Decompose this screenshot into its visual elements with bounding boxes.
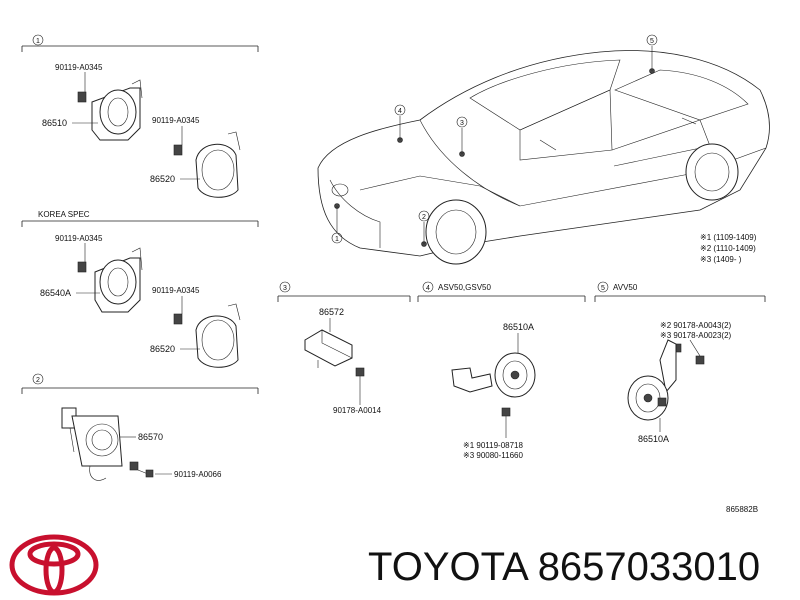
- legend-notes: ※1 (1109-1409) ※2 (1110-1409) ※3 (1409- …: [700, 233, 757, 264]
- korea-spec-block: KOREA SPEC: [21, 210, 259, 227]
- section-4-title: ASV50,GSV50: [438, 283, 491, 292]
- part-number: 8657033010: [537, 545, 761, 589]
- bolt-label-c: 90119-A0345: [55, 234, 103, 243]
- car-callout-4: 4: [398, 108, 402, 115]
- footer-title: TOYOTA 8657033010: [368, 545, 760, 590]
- part-label-b: 86520: [150, 174, 175, 184]
- section-1-number: 1: [36, 38, 40, 45]
- section-3-header: 3: [277, 281, 411, 302]
- bracket-86572: 86572 90178-A0014: [304, 307, 382, 415]
- section-2-number: 2: [36, 377, 40, 384]
- section-4-header: 4 ASV50,GSV50: [417, 281, 586, 302]
- section-5-number: 5: [601, 285, 605, 292]
- bolt-label-a: 90119-A0345: [55, 63, 103, 72]
- bolt-label-b: 90119-A0345: [152, 116, 200, 125]
- section4-note1: ※1 90119-08718: [463, 441, 523, 450]
- part-label-d: 86520: [150, 344, 175, 354]
- section-5-header: 5 AVV50: [594, 281, 766, 302]
- toyota-logo-icon: [9, 534, 99, 596]
- horn-86510A-section5: ※2 90178-A0043(2) ※3 90178-A0023(2) 8651…: [627, 321, 732, 444]
- siren-86570: 86570 90119-A0066: [61, 407, 222, 481]
- car-callout-1: 1: [335, 236, 339, 243]
- legend-note-3: ※3 (1409- ): [700, 255, 742, 264]
- horn-86510: 90119-A0345 86510: [42, 63, 143, 141]
- section-1-header: 1: [21, 34, 259, 52]
- horn-86510A-section4: 86510A ※1 90119-08718 ※3 90080-11660: [451, 322, 536, 460]
- bracket-part-label: 86572: [319, 307, 344, 317]
- section5-note3: ※3 90178-A0023(2): [660, 331, 732, 340]
- section-4-number: 4: [426, 285, 430, 292]
- siren-bolt-label: 90119-A0066: [174, 470, 222, 479]
- diagram-code: 865882B: [726, 505, 758, 514]
- legend-note-1: ※1 (1109-1409): [700, 233, 757, 242]
- korea-spec-label: KOREA SPEC: [38, 210, 90, 219]
- car-callout-3: 3: [460, 120, 464, 127]
- section-3-number: 3: [283, 285, 287, 292]
- section-5-title: AVV50: [613, 283, 638, 292]
- section4-part-label: 86510A: [503, 322, 534, 332]
- bracket-bolt-label: 90178-A0014: [333, 406, 382, 415]
- siren-part-label: 86570: [138, 432, 163, 442]
- part-label-c: 86540A: [40, 288, 71, 298]
- car-illustration: 1 2 3 4 5: [317, 34, 770, 265]
- section5-part-label: 86510A: [638, 434, 669, 444]
- section4-note3: ※3 90080-11660: [463, 451, 523, 460]
- car-callout-5: 5: [650, 38, 654, 45]
- horn-86540A: 90119-A0345 86540A: [40, 234, 143, 313]
- horn-86520-upper: 90119-A0345 86520: [150, 116, 241, 198]
- car-callout-2: 2: [422, 214, 426, 221]
- part-label-a: 86510: [42, 118, 67, 128]
- bolt-label-d: 90119-A0345: [152, 286, 200, 295]
- section-2-header: 2: [21, 373, 259, 394]
- section5-note2: ※2 90178-A0043(2): [660, 321, 732, 330]
- legend-note-2: ※2 (1110-1409): [700, 244, 756, 253]
- horn-86520-lower: 90119-A0345 86520: [150, 286, 241, 368]
- brand-name: TOYOTA: [368, 545, 527, 589]
